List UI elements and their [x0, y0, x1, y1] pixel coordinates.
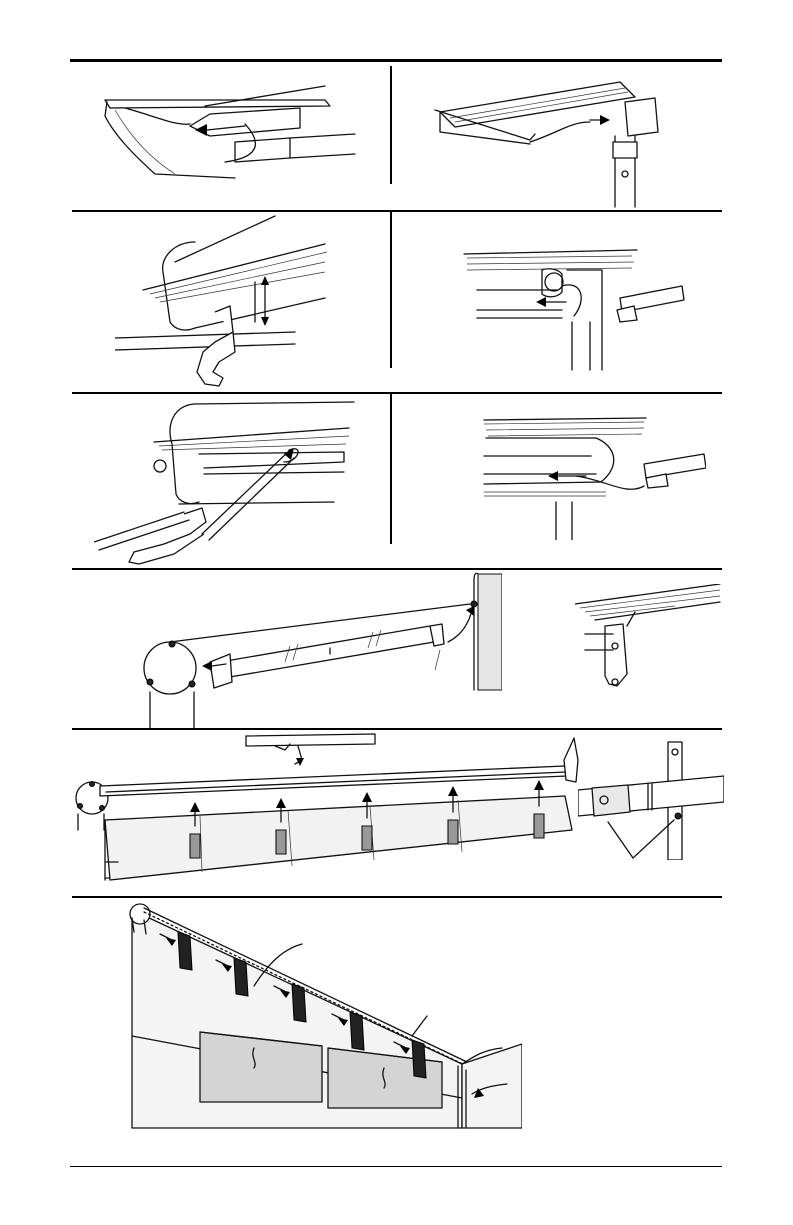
- bracket-post-icon: [420, 62, 670, 212]
- column-divider: [390, 66, 392, 184]
- figure-1b: [420, 62, 670, 212]
- bracket-detail-icon: [578, 740, 724, 860]
- column-divider: [390, 394, 392, 544]
- column-divider: [390, 212, 392, 368]
- rail-cable-icon: [476, 416, 706, 540]
- end-cap-cable-icon: [95, 66, 385, 184]
- figure-3a: [94, 394, 387, 570]
- housing-lever-icon: [94, 394, 387, 570]
- figure-3b: [476, 416, 706, 540]
- figure-2b: [462, 240, 692, 374]
- installed-awning-icon: [122, 898, 522, 1156]
- bottom-rule: [70, 1166, 722, 1167]
- fabric-panel-straps-icon: [70, 730, 580, 888]
- figure-5a: [70, 730, 580, 888]
- latch-clip-icon: [115, 212, 387, 394]
- wall-bracket-icon: [575, 584, 723, 694]
- figure-5b: [578, 740, 724, 860]
- figure-6: [122, 898, 522, 1156]
- figure-4a: [130, 570, 502, 728]
- figure-1a: [95, 66, 385, 184]
- figure-4b: [575, 584, 723, 694]
- roller-arm-icon: [462, 240, 692, 374]
- support-pole-icon: [130, 570, 502, 728]
- figure-2a: [115, 212, 387, 394]
